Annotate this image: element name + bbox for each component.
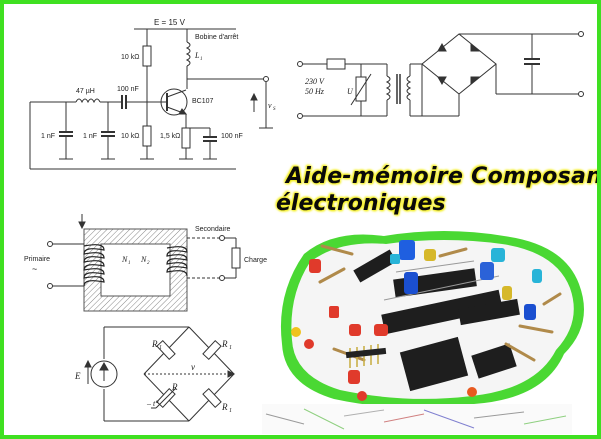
supply-label: E = 15 V	[154, 18, 186, 27]
amplifier-schematic	[29, 28, 273, 170]
title-line-1: Aide-mémoire Composants	[286, 164, 601, 189]
bridge-schematic	[84, 326, 236, 422]
title-line-2: électroniques	[276, 191, 446, 216]
choke-label: Bobine d'arrêt	[195, 34, 238, 41]
secondary-label: Secondaire	[195, 226, 231, 233]
coil-label: 47 µH	[76, 88, 95, 95]
n1-label: N	[121, 255, 128, 264]
bridge-r1-a-sub: 1	[159, 345, 162, 351]
schematics-canvas: E = 15 V Bobine d'arrêt L 1 10 kΩ 10 kΩ …	[24, 18, 584, 434]
c-emitter-label: 100 nF	[221, 133, 243, 140]
power-supply-schematic	[297, 31, 584, 119]
r-bottom-label: 10 kΩ	[121, 133, 139, 140]
bridge-r1-b: R	[221, 339, 228, 349]
bridge-voltage: v	[191, 362, 195, 372]
primary-label: Primaire	[24, 256, 50, 263]
c1-label: 1 nF	[41, 133, 55, 140]
bridge-r: R	[171, 382, 178, 392]
bridge-r1-c-sub: 1	[229, 408, 232, 414]
r-emitter-label: 1,5 kΩ	[160, 133, 180, 140]
inductor-ref: L	[194, 51, 200, 60]
n1-sub: 1	[128, 261, 131, 266]
bridge-r1-c: R	[221, 402, 228, 412]
ac-symbol: ~	[32, 264, 37, 274]
bridge-source: E	[74, 371, 81, 381]
load-label: Charge	[244, 257, 267, 264]
bridge-temp: – t°	[146, 399, 159, 408]
transistor-label: BC107	[192, 98, 214, 105]
output-sub: S	[273, 107, 276, 112]
mains-voltage: 230 V	[305, 77, 325, 86]
c2-label: 1 nF	[83, 133, 97, 140]
inductor-sub: 1	[200, 57, 203, 62]
transformer-schematic	[47, 214, 241, 312]
n2-label: N	[140, 255, 147, 264]
n2-sub: 2	[147, 261, 150, 266]
varistor-label: U	[347, 87, 354, 96]
components-photo	[262, 231, 584, 434]
output-label: v	[268, 101, 272, 110]
c-in-label: 100 nF	[117, 86, 139, 93]
page-title: Aide-mémoire Composants électroniques	[272, 164, 597, 224]
r-top-label: 10 kΩ	[121, 54, 139, 61]
bridge-r1-a: R	[151, 339, 158, 349]
mains-frequency: 50 Hz	[305, 87, 325, 96]
bridge-r1-b-sub: 1	[229, 345, 232, 351]
